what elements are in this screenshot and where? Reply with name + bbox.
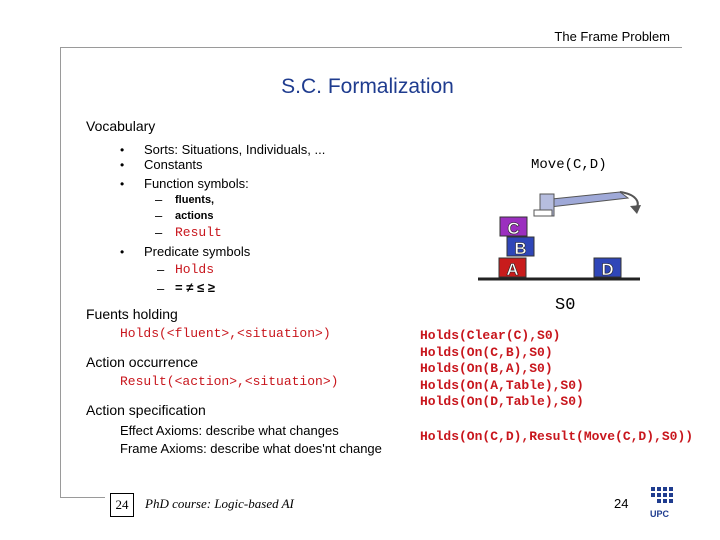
bullet-icon: •	[120, 245, 125, 259]
header-title: The Frame Problem	[554, 29, 670, 44]
upc-logo: UPC	[650, 486, 676, 519]
slide-title: S.C. Formalization	[281, 75, 454, 98]
dash-icon: –	[155, 225, 163, 240]
left-rule	[60, 47, 61, 497]
vocabulary-bullet-functions: Function symbols:	[144, 176, 249, 191]
action-heading: Action occurrence	[86, 354, 199, 370]
hand-icon	[533, 193, 555, 217]
dash-icon: –	[155, 208, 163, 223]
function-item-fluents: fluents,	[175, 194, 215, 206]
fluents-heading: Fuents holding	[86, 306, 178, 322]
function-item-result: Result	[175, 225, 222, 240]
block-b	[506, 236, 535, 257]
header-rule	[60, 47, 682, 48]
action-formula: Result(<action>,<situation>)	[120, 374, 339, 389]
predicate-heading: Predicate symbols	[144, 244, 251, 259]
holds-list: Holds(Clear(C),S0) Holds(On(C,B),S0) Hol…	[420, 328, 584, 411]
result-formula: Holds(On(C,D),Result(Move(C,D),S0))	[420, 429, 694, 444]
page-number: 24	[614, 496, 629, 511]
upc-logo-text: UPC	[650, 509, 670, 519]
situation-label: S0	[555, 296, 576, 315]
holds-item: Holds(On(D,Table),S0)	[420, 394, 584, 409]
dash-icon: –	[157, 281, 165, 296]
page-number-box: 24	[110, 493, 134, 517]
block-c-label: C	[507, 219, 519, 238]
block-d-label: D	[601, 260, 613, 279]
holds-item: Holds(Clear(C),S0)	[420, 328, 561, 343]
course-title: PhD course: Logic-based AI	[145, 496, 294, 511]
vocabulary-heading: Vocabulary	[86, 118, 156, 134]
vocabulary-bullet-constants: Constants	[144, 157, 203, 172]
blocks-diagram: C B A D	[478, 191, 641, 281]
function-item-actions: actions	[175, 210, 214, 222]
block-c	[499, 216, 528, 237]
block-b-label: B	[514, 239, 526, 258]
holds-item: Holds(On(A,Table),S0)	[420, 377, 584, 393]
bullet-icon: •	[120, 177, 125, 191]
bullet-icon: •	[120, 158, 125, 172]
move-arrow-icon	[540, 191, 641, 214]
holds-item: Holds(On(C,B),S0)	[420, 344, 553, 360]
block-a-label: A	[506, 260, 518, 279]
holds-item: Holds(On(B,A),S0)	[420, 361, 553, 376]
frame-axioms-text: Frame Axioms: describe what does'nt chan…	[120, 441, 382, 456]
dash-icon: –	[157, 262, 165, 277]
fluents-formula: Holds(<fluent>,<situation>)	[120, 326, 331, 341]
move-label: Move(C,D)	[531, 157, 607, 173]
footer-rule	[60, 497, 105, 498]
vocabulary-bullet-sorts: Sorts: Situations, Individuals, ...	[144, 142, 326, 157]
block-a	[498, 257, 527, 278]
block-d	[593, 257, 622, 278]
bullet-icon: •	[120, 143, 125, 157]
effect-axioms-text: Effect Axioms: describe what changes	[120, 423, 339, 438]
spec-heading: Action specification	[86, 402, 206, 418]
predicate-item-holds: Holds	[175, 262, 215, 277]
dash-icon: –	[155, 192, 163, 207]
predicate-item-relations: = ≠ ≤ ≥	[175, 280, 215, 295]
upc-logo-icon	[651, 487, 673, 503]
